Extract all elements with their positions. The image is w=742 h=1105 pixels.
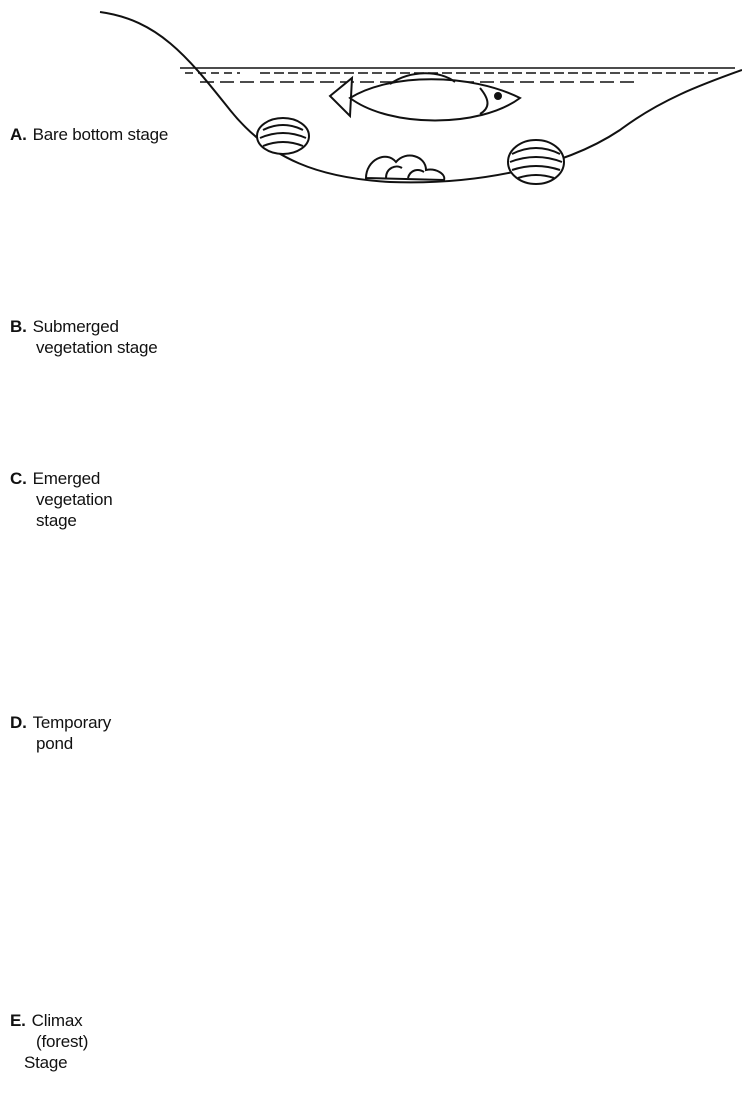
stage-text: Submerged <box>33 317 119 336</box>
stage-letter: C. <box>10 469 27 488</box>
stage-label-d: D. Temporary pond <box>10 712 111 754</box>
stage-label-b: B. Submerged vegetation stage <box>10 316 158 358</box>
stage-text: pond <box>10 733 111 754</box>
stage-text: Temporary <box>33 713 112 732</box>
stage-label-c: C. Emerged vegetation stage <box>10 468 112 531</box>
stage-a-bare-bottom <box>100 12 742 184</box>
stage-text: (forest) <box>10 1031 88 1052</box>
fish-icon <box>330 73 520 120</box>
stage-text: vegetation stage <box>10 337 158 358</box>
stage-letter: A. <box>10 125 27 144</box>
stage-text: Bare bottom stage <box>33 125 169 144</box>
shell-icon <box>366 156 444 180</box>
stage-text: Climax <box>32 1011 83 1030</box>
stage-letter: E. <box>10 1011 26 1030</box>
shell-icon <box>257 118 309 154</box>
stage-label-a: A. Bare bottom stage <box>10 124 168 145</box>
stage-letter: B. <box>10 317 27 336</box>
stage-text: vegetation <box>10 489 112 510</box>
shell-icon <box>508 140 564 184</box>
stage-label-e: E. Climax (forest) Stage <box>10 1010 88 1073</box>
stage-text: stage <box>10 510 112 531</box>
stage-text: Emerged <box>33 469 101 488</box>
stage-text: Stage <box>10 1052 88 1073</box>
stage-letter: D. <box>10 713 27 732</box>
